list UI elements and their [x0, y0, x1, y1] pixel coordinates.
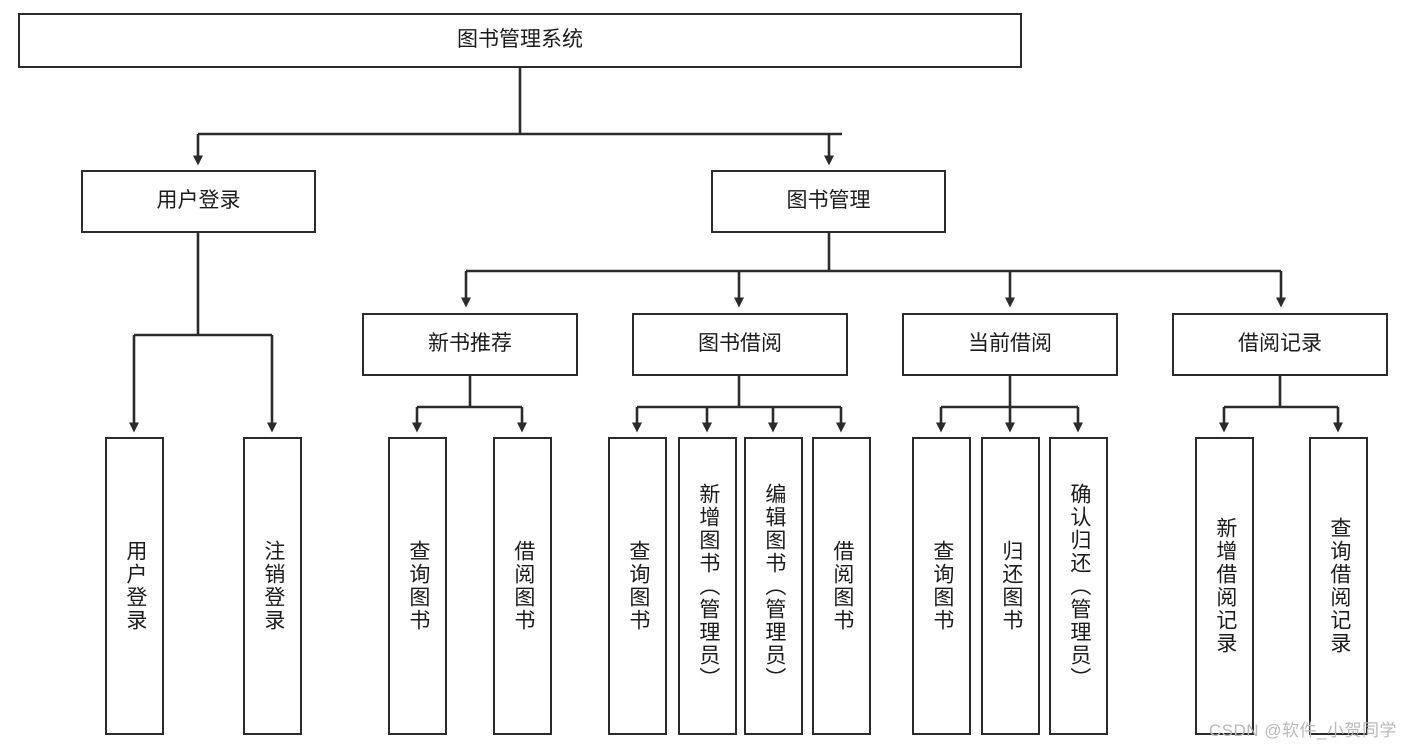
node-label: 查询借阅记录	[1327, 517, 1351, 655]
node-label: 图书管理	[786, 189, 871, 213]
leaf-query-books-current[interactable]: 查询图书	[912, 437, 971, 735]
node-label: 新增借阅记录	[1213, 517, 1237, 655]
node-label: 查询图书	[930, 540, 954, 632]
leaf-borrow-books-newbooks[interactable]: 借阅图书	[493, 437, 552, 735]
leaf-query-books-borrowing[interactable]: 查询图书	[608, 437, 667, 735]
node-label: 新书推荐	[428, 332, 512, 356]
leaf-add-borrow-record[interactable]: 新增借阅记录	[1195, 437, 1254, 735]
leaf-return-books[interactable]: 归还图书	[981, 437, 1040, 735]
node-label: 新增图书（管理员）	[696, 482, 720, 690]
node-label: 查询图书	[406, 540, 430, 632]
leaf-add-book-admin[interactable]: 新增图书（管理员）	[678, 437, 737, 735]
node-label: 借阅图书	[511, 540, 535, 632]
node-label: 当前借阅	[968, 332, 1052, 356]
node-book-management[interactable]: 图书管理	[711, 170, 946, 233]
leaf-confirm-return-admin[interactable]: 确认归还（管理员）	[1049, 437, 1108, 735]
node-label: 借阅图书	[830, 540, 854, 632]
node-label: 借阅记录	[1238, 332, 1322, 356]
node-current-borrowing[interactable]: 当前借阅	[902, 313, 1118, 376]
node-label: 注销登录	[261, 540, 285, 632]
leaf-query-books-newbooks[interactable]: 查询图书	[388, 437, 447, 735]
node-label: 用户登录	[123, 540, 147, 632]
node-user-login[interactable]: 用户登录	[81, 170, 316, 233]
node-book-management-system[interactable]: 图书管理系统	[18, 13, 1022, 68]
node-label: 编辑图书（管理员）	[762, 482, 786, 690]
leaf-user-login[interactable]: 用户登录	[105, 437, 164, 735]
node-label: 图书管理系统	[457, 28, 583, 52]
leaf-logout[interactable]: 注销登录	[243, 437, 302, 735]
node-label: 查询图书	[626, 540, 650, 632]
node-label: 图书借阅	[698, 332, 782, 356]
leaf-edit-book-admin[interactable]: 编辑图书（管理员）	[744, 437, 803, 735]
node-label: 确认归还（管理员）	[1067, 482, 1091, 690]
node-borrowing-records[interactable]: 借阅记录	[1172, 313, 1388, 376]
leaf-query-borrow-record[interactable]: 查询借阅记录	[1309, 437, 1368, 735]
node-label: 用户登录	[156, 189, 241, 213]
node-book-borrowing[interactable]: 图书借阅	[632, 313, 848, 376]
node-label: 归还图书	[999, 540, 1023, 632]
leaf-borrow-books-borrowing[interactable]: 借阅图书	[812, 437, 871, 735]
node-new-book-recommendation[interactable]: 新书推荐	[362, 313, 578, 376]
